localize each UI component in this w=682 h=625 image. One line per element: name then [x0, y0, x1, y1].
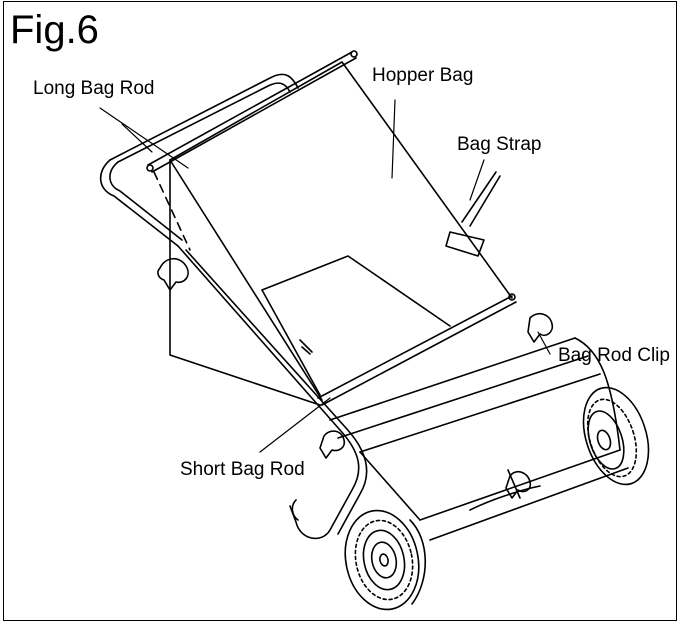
handle-frame: [99, 73, 368, 540]
label-bag-strap: Bag Strap: [457, 134, 542, 155]
hopper-bag: [146, 50, 513, 406]
left-wheel: [344, 509, 427, 611]
label-long-bag-rod: Long Bag Rod: [33, 78, 155, 99]
label-hopper-bag: Hopper Bag: [372, 65, 474, 86]
leader-lines: [99, 99, 551, 453]
short-bag-rod: [317, 293, 517, 406]
figure-frame: [3, 1, 677, 621]
sweeper-housing: [329, 337, 629, 541]
label-bag-rod-clip: Bag Rod Clip: [558, 345, 670, 366]
bag-rod-clips: [157, 257, 554, 499]
label-short-bag-rod: Short Bag Rod: [180, 459, 305, 480]
figure-title: Fig.6: [10, 8, 99, 52]
right-wheel: [582, 386, 650, 486]
bag-strap: [445, 171, 501, 257]
